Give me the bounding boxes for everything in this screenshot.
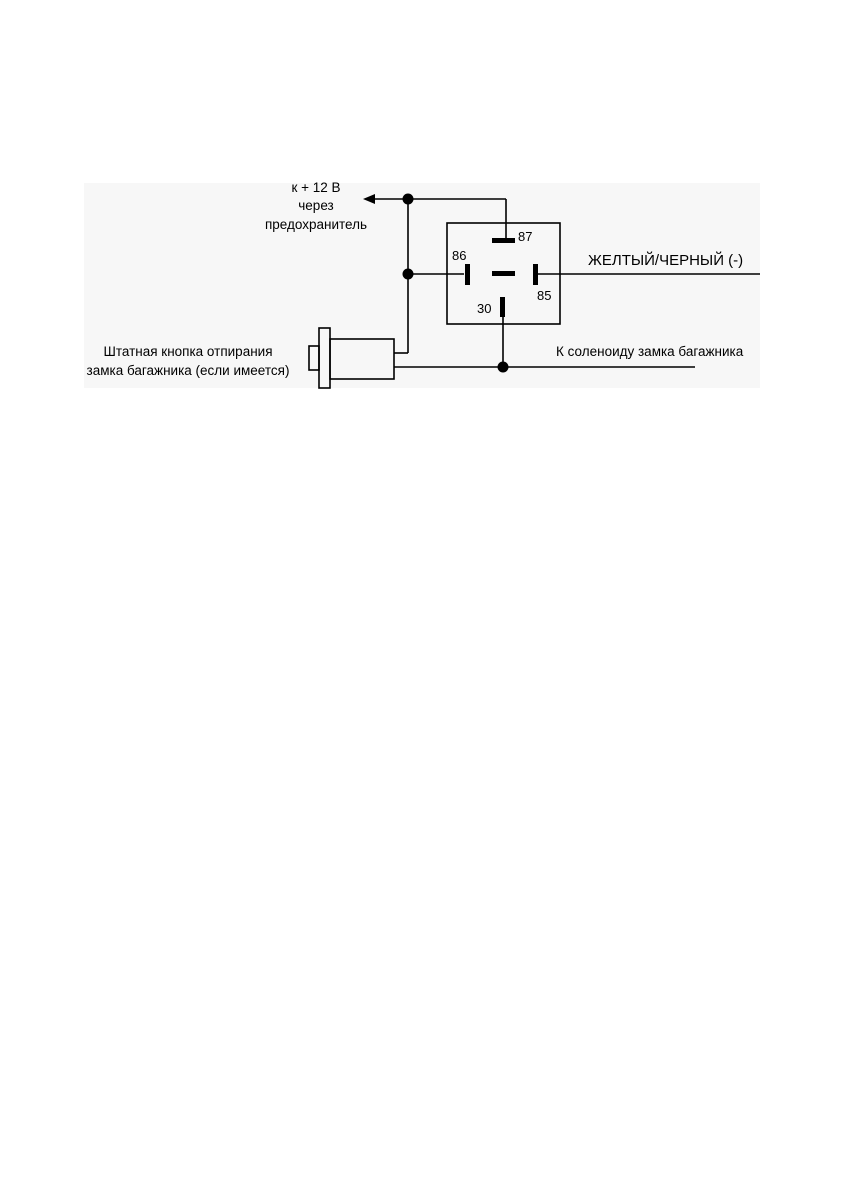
- supply-label-line1: к + 12 В: [291, 180, 340, 195]
- relay-pin-85: [533, 264, 538, 285]
- relay-pin-30: [500, 297, 505, 317]
- diagram-panel: [84, 183, 760, 388]
- yellow-black-wire-label: ЖЕЛТЫЙ/ЧЕРНЫЙ (-): [588, 251, 743, 269]
- relay-pin-87-label: 87: [518, 229, 532, 244]
- supply-label-line3: предохранитель: [265, 217, 367, 232]
- supply-arrow-icon: [363, 194, 375, 204]
- solenoid-wire-label: К соленоиду замка багажника: [556, 344, 744, 359]
- junction-dot-supply: [402, 193, 414, 205]
- relay-pin-87: [492, 238, 515, 243]
- relay-pin-85-label: 85: [537, 288, 551, 303]
- relay-pin-86-label: 86: [452, 248, 466, 263]
- relay-pin-86: [465, 264, 470, 285]
- button-label-line2: замка багажника (если имеется): [87, 363, 290, 378]
- trunk-button-symbol: [308, 327, 395, 389]
- relay-pin-30-label: 30: [477, 301, 491, 316]
- button-label-line1: Штатная кнопка отпирания: [103, 344, 272, 359]
- relay-pin-center: [492, 271, 515, 276]
- junction-dot-86: [402, 268, 414, 280]
- supply-label-line2: через: [298, 198, 333, 213]
